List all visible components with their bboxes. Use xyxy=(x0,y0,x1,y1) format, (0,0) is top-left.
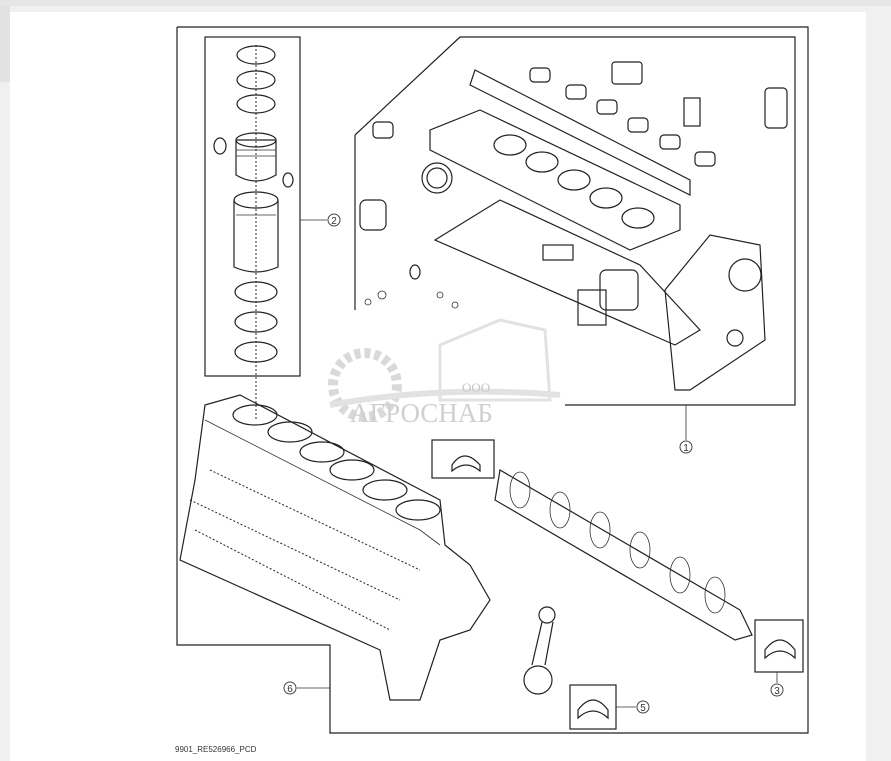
piston-rings xyxy=(213,45,294,363)
cylinder-liner xyxy=(233,191,279,273)
svg-text:6: 6 xyxy=(287,684,293,695)
piston xyxy=(235,132,277,182)
gasket-set xyxy=(359,61,788,391)
svg-text:АГРОСНАБ: АГРОСНАБ xyxy=(350,398,493,428)
rod-bearing-5 xyxy=(569,684,617,730)
connecting-rod xyxy=(523,606,556,695)
agrosnab-watermark: ООО АГРОСНАБ xyxy=(328,318,561,428)
bearing-detail-upper xyxy=(431,439,495,479)
diagram-panel xyxy=(10,12,866,761)
top-bar xyxy=(0,0,891,6)
callout-2: 2 xyxy=(327,213,341,227)
kit-2-boundary xyxy=(204,36,301,377)
crankshaft xyxy=(494,469,753,641)
kit-6-boundary xyxy=(176,26,809,734)
callout-5: 5 xyxy=(636,700,650,714)
svg-text:1: 1 xyxy=(683,443,689,454)
callout-3: 3 xyxy=(770,683,784,697)
figure-caption: 9901_RE526966_PCD xyxy=(175,745,257,754)
callout-1: 1 xyxy=(679,440,693,454)
svg-text:5: 5 xyxy=(640,703,646,714)
svg-text:2: 2 xyxy=(331,216,337,227)
side-tab xyxy=(0,6,10,82)
callout-6: 6 xyxy=(283,681,297,695)
cylinder-block xyxy=(179,394,491,701)
main-bearing-3 xyxy=(754,619,804,673)
svg-text:ООО: ООО xyxy=(462,380,490,395)
kit-1-boundary xyxy=(354,36,796,406)
leader-lines xyxy=(297,219,778,708)
svg-text:3: 3 xyxy=(774,686,780,697)
